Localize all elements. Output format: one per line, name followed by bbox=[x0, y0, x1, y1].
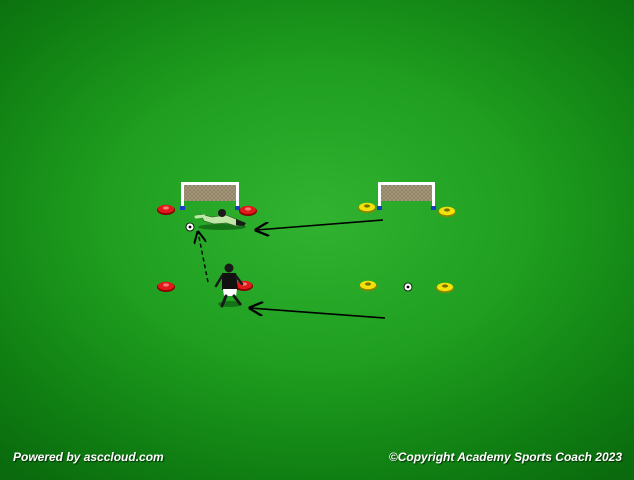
yellow-cone bbox=[436, 282, 454, 293]
attacking-player bbox=[214, 263, 244, 308]
powered-by-text[interactable]: Powered by asccloud.com bbox=[13, 450, 164, 464]
red-cone bbox=[157, 281, 175, 292]
red-cone bbox=[239, 205, 257, 216]
left-goal bbox=[180, 182, 240, 210]
dashed-pass-arrow bbox=[198, 232, 209, 283]
yellow-cone bbox=[359, 280, 377, 291]
copyright-text: ©Copyright Academy Sports Coach 2023 bbox=[388, 450, 622, 464]
run-arrow-top bbox=[256, 219, 384, 230]
ball-icon bbox=[403, 282, 413, 292]
ball-icon bbox=[185, 222, 195, 232]
yellow-cone bbox=[358, 202, 376, 213]
run-arrow-bottom bbox=[250, 308, 386, 319]
right-goal bbox=[377, 182, 436, 210]
yellow-cone bbox=[438, 206, 456, 217]
red-cone bbox=[157, 204, 175, 215]
goalkeeper-diving bbox=[194, 209, 246, 230]
